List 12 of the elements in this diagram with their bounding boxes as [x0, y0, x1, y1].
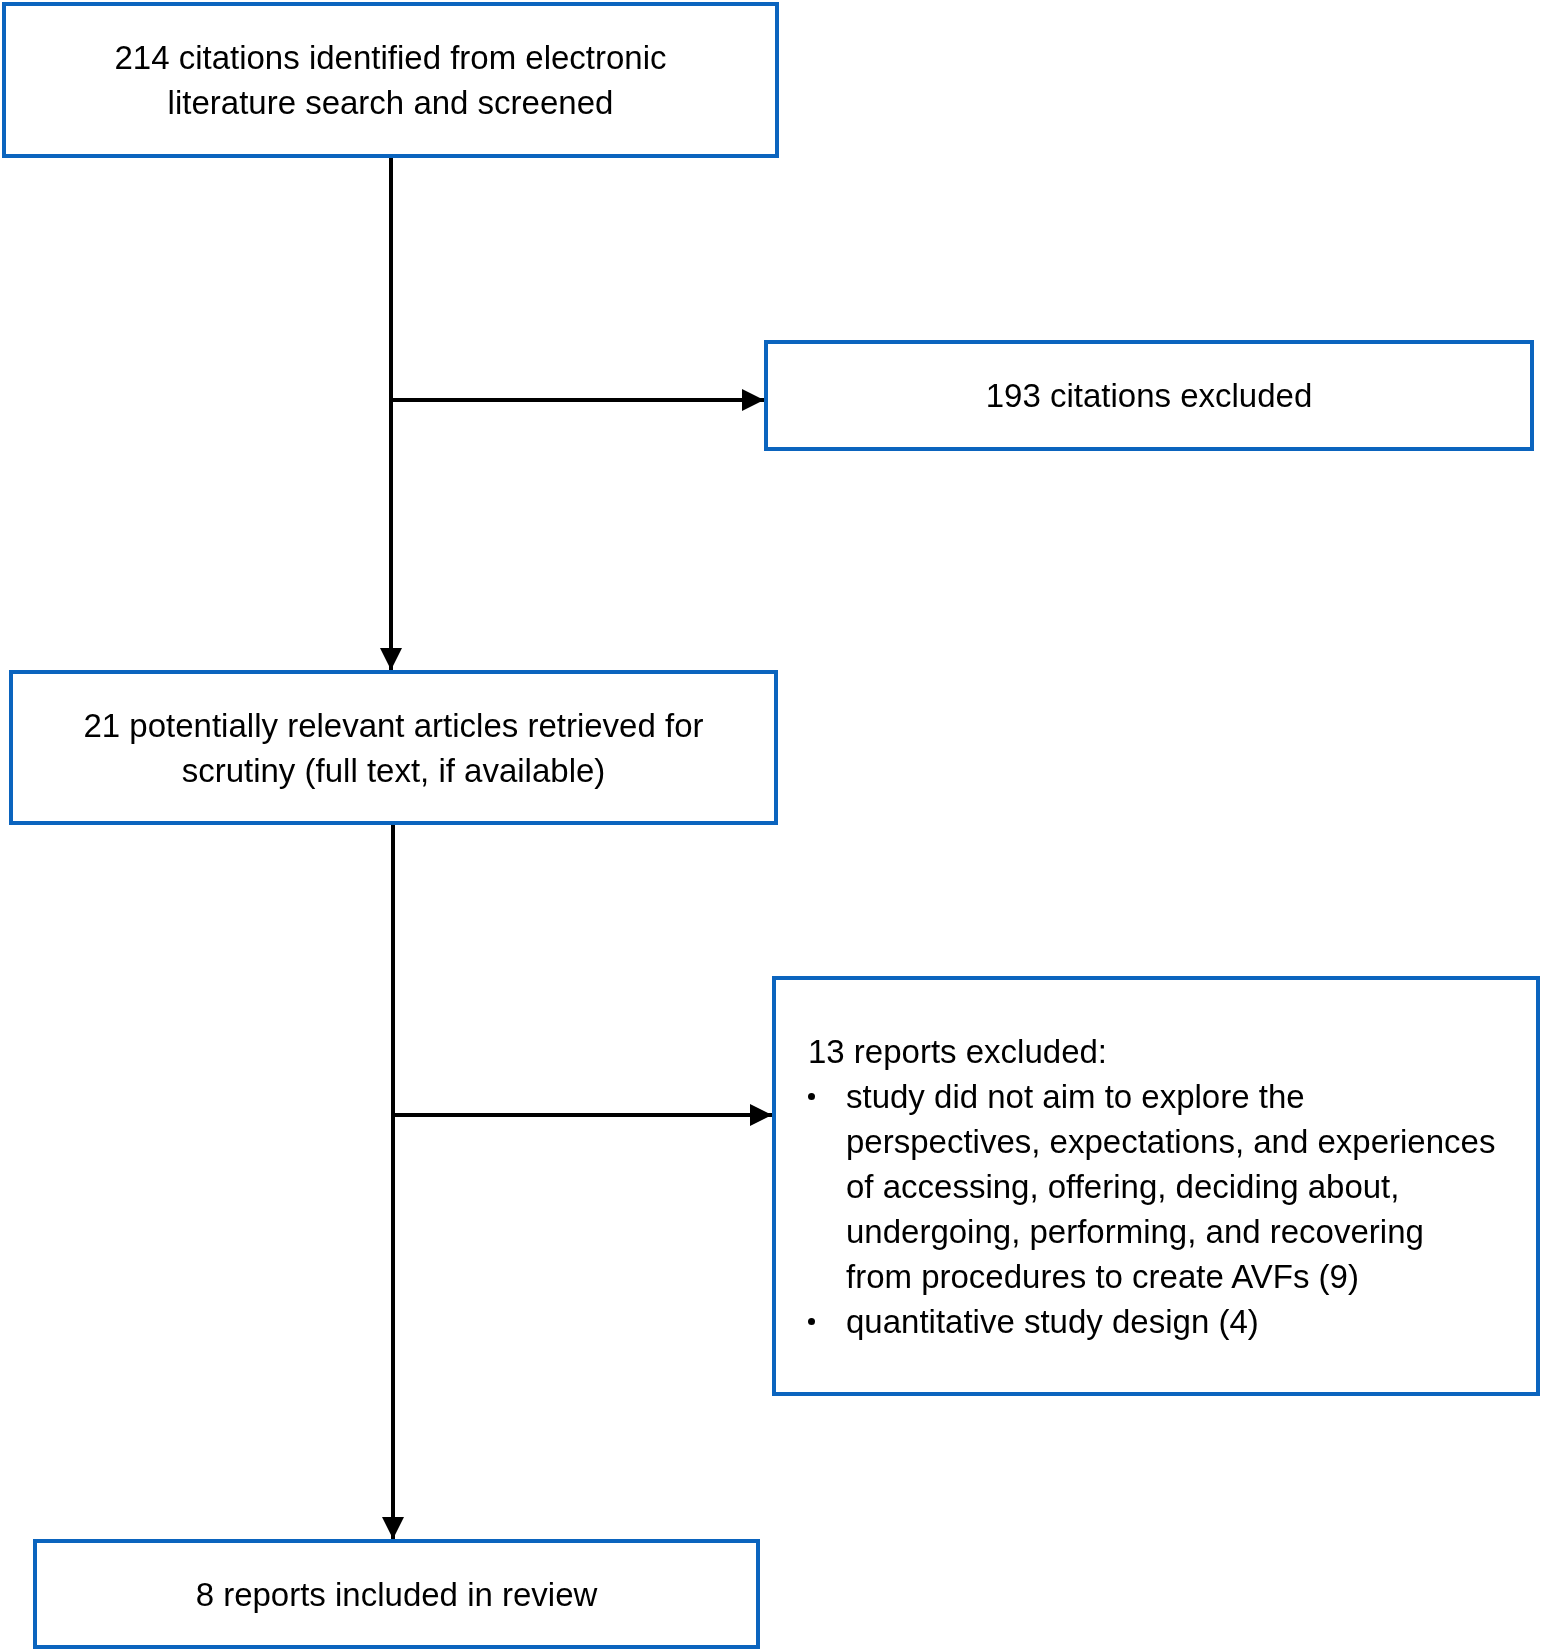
list-item: study did not aim to explore the perspectives, expectations, and experiences of accessing, offering, deciding about, undergoing, performing, and recovering from procedures to create AVFs (9): [846, 1076, 1496, 1297]
process-box: [764, 340, 1534, 451]
box-text: 193 citations excluded: [985, 376, 1313, 416]
box-heading: 13 reports excluded:: [808, 1031, 1107, 1072]
box-text: 8 reports included in review: [195, 1574, 598, 1615]
process-box: [9, 670, 778, 825]
process-box: [2, 2, 779, 158]
process-box: [33, 1539, 760, 1649]
process-box: [772, 976, 1540, 1396]
box-text: 21 potentially relevant articles retrieved for scrutiny (full text, if available): [82, 705, 705, 791]
list-item: quantitative study design (4): [846, 1301, 1259, 1342]
box-text: 214 citations identified from electronic literature search and screened: [113, 38, 668, 123]
